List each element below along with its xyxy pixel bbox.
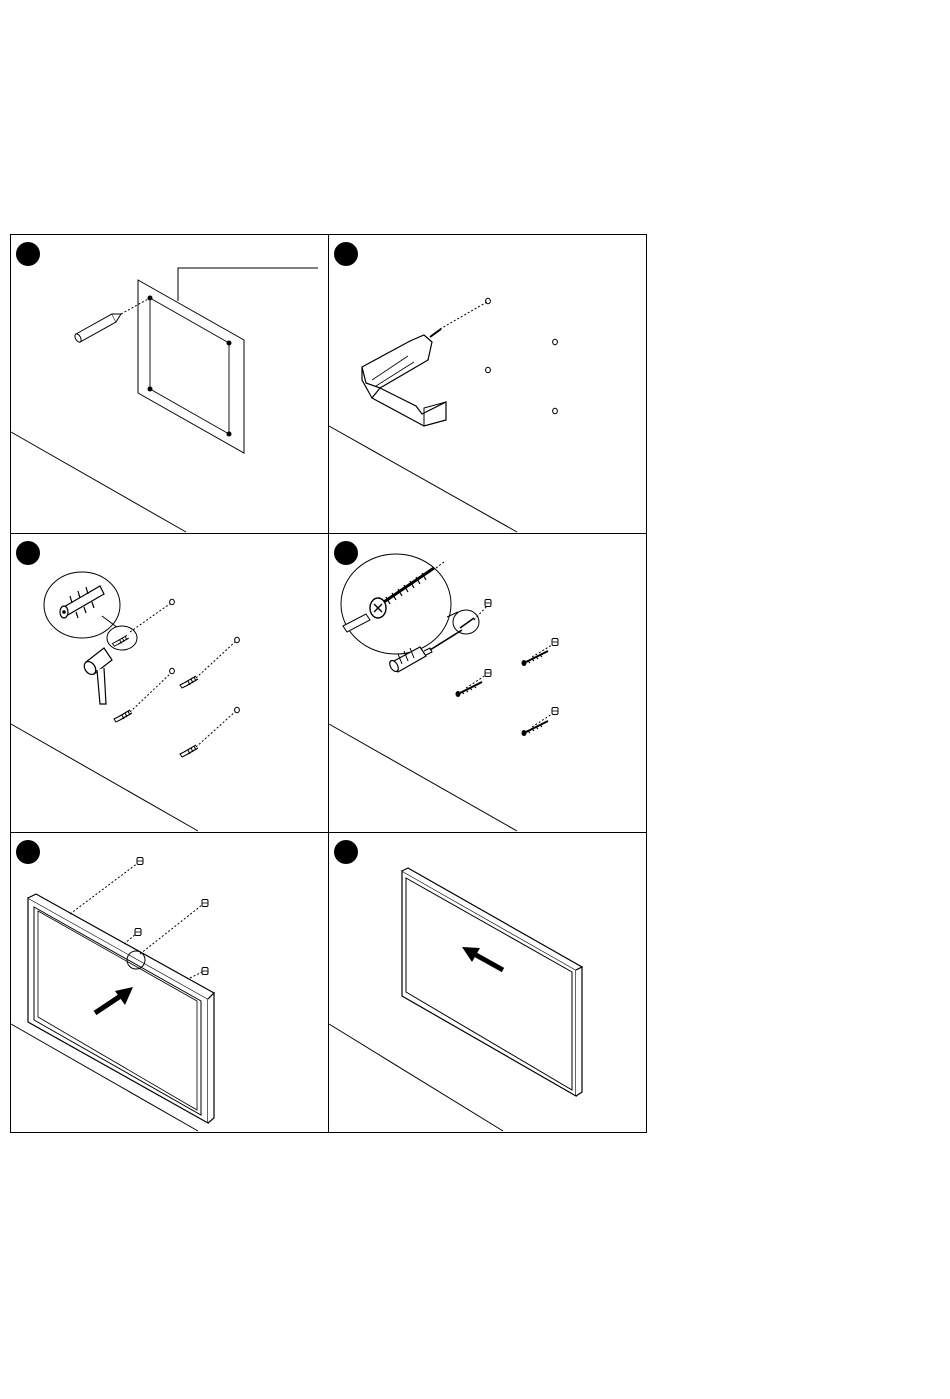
step-number-badge <box>334 840 358 864</box>
drilled-hole <box>553 408 558 414</box>
floor-line <box>11 432 186 532</box>
floor-line <box>11 724 198 831</box>
floor-line <box>329 724 517 831</box>
drilled-hole <box>553 339 558 345</box>
hammer-icon <box>82 648 112 704</box>
wall-plug-icon <box>180 676 198 688</box>
wall-plug-icon <box>114 710 132 722</box>
mounting-template <box>138 280 244 453</box>
step-number-badge <box>16 242 40 266</box>
mirror-frame <box>402 868 582 1096</box>
step-number-badge <box>16 541 40 565</box>
drill-icon <box>362 302 487 426</box>
leader-line <box>178 268 318 301</box>
detail-callout <box>44 572 137 650</box>
step-6-panel <box>329 840 582 1131</box>
drilled-hole <box>170 599 175 605</box>
floor-line <box>329 426 517 532</box>
mirror-frame <box>28 894 214 1123</box>
step-3-panel <box>11 541 239 831</box>
step-2-panel <box>329 242 557 532</box>
step-number-badge <box>334 242 358 266</box>
step-5-panel <box>11 840 214 1131</box>
step-number-badge <box>16 840 40 864</box>
step-4-panel <box>329 541 558 831</box>
step-1-panel <box>11 242 318 532</box>
step-number-badge <box>334 541 358 565</box>
wall-plug-icon <box>180 745 198 757</box>
detail-callout <box>341 554 479 654</box>
floor-line <box>329 1024 503 1131</box>
drilled-hole <box>486 367 491 373</box>
